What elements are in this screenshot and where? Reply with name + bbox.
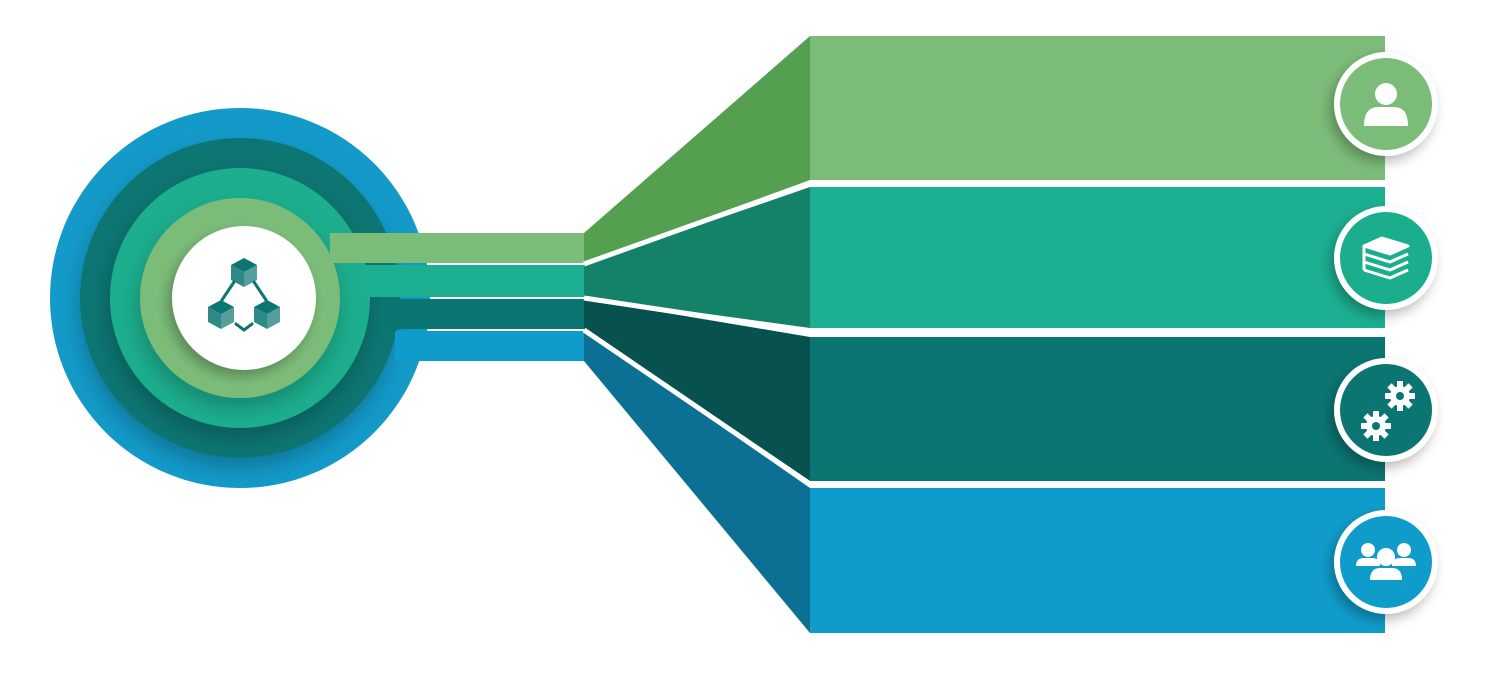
side-person xyxy=(584,36,810,263)
network-blocks-icon xyxy=(208,258,280,332)
user-group-icon xyxy=(1356,543,1416,580)
badge-person xyxy=(1334,52,1438,156)
connector-person xyxy=(330,233,584,263)
connector-books xyxy=(360,265,584,297)
badge-gears xyxy=(1334,358,1438,462)
books-stack-icon xyxy=(1362,236,1410,280)
person-icon xyxy=(1364,83,1408,126)
separator-3 xyxy=(582,327,1385,487)
band-books xyxy=(810,187,1385,328)
bands xyxy=(810,36,1385,633)
separator-1 xyxy=(583,180,1385,267)
band-person xyxy=(810,36,1385,180)
connector-group xyxy=(395,331,584,361)
band-gears xyxy=(810,337,1385,481)
connector-gears xyxy=(380,299,584,329)
badges xyxy=(1334,52,1438,614)
side-books xyxy=(584,187,810,328)
badge-group xyxy=(1334,510,1438,614)
separator-2 xyxy=(583,295,1385,335)
side-gears xyxy=(584,299,810,481)
connectors xyxy=(330,233,584,361)
separators xyxy=(582,180,1385,487)
hub-center xyxy=(172,226,316,370)
side-group xyxy=(584,331,810,633)
hub-center-disc xyxy=(172,226,316,370)
funnel-sides xyxy=(584,36,810,633)
badge-books-fill xyxy=(1340,212,1432,304)
badge-gears-fill xyxy=(1340,364,1432,456)
badge-books xyxy=(1334,206,1438,310)
gears-icon xyxy=(1361,381,1415,441)
band-group xyxy=(810,488,1385,633)
